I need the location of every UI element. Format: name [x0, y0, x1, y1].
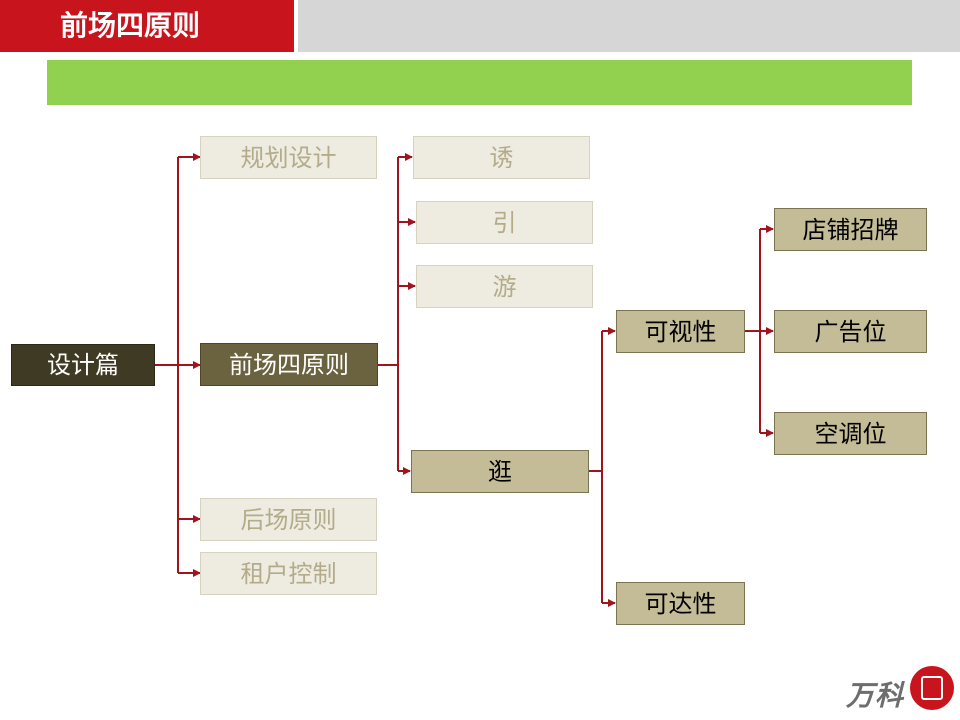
- node-ad-space: 广告位: [774, 310, 927, 353]
- logo-text: 万科: [846, 679, 905, 712]
- seal-icon: [910, 666, 954, 710]
- node-shop-signboard: 店铺招牌: [774, 208, 927, 251]
- node-planning-design: 规划设计: [200, 136, 377, 179]
- node-stroll: 逛: [411, 450, 589, 493]
- vanke-logo: 万科: [846, 666, 956, 716]
- node-ac-space: 空调位: [774, 412, 927, 455]
- node-tour: 游: [416, 265, 593, 308]
- page-title: 前场四原则: [60, 9, 201, 42]
- header-gray-bar: [298, 0, 960, 52]
- node-tenant-control: 租户控制: [200, 552, 377, 595]
- title-bar: 前场四原则: [0, 0, 294, 52]
- node-front-principles: 前场四原则: [200, 343, 378, 386]
- node-visibility: 可视性: [616, 310, 745, 353]
- node-design: 设计篇: [11, 344, 155, 386]
- node-back-principles: 后场原则: [200, 498, 377, 541]
- node-accessibility: 可达性: [616, 582, 745, 625]
- green-banner: [47, 60, 912, 105]
- node-guide: 引: [416, 201, 593, 244]
- node-lure: 诱: [413, 136, 590, 179]
